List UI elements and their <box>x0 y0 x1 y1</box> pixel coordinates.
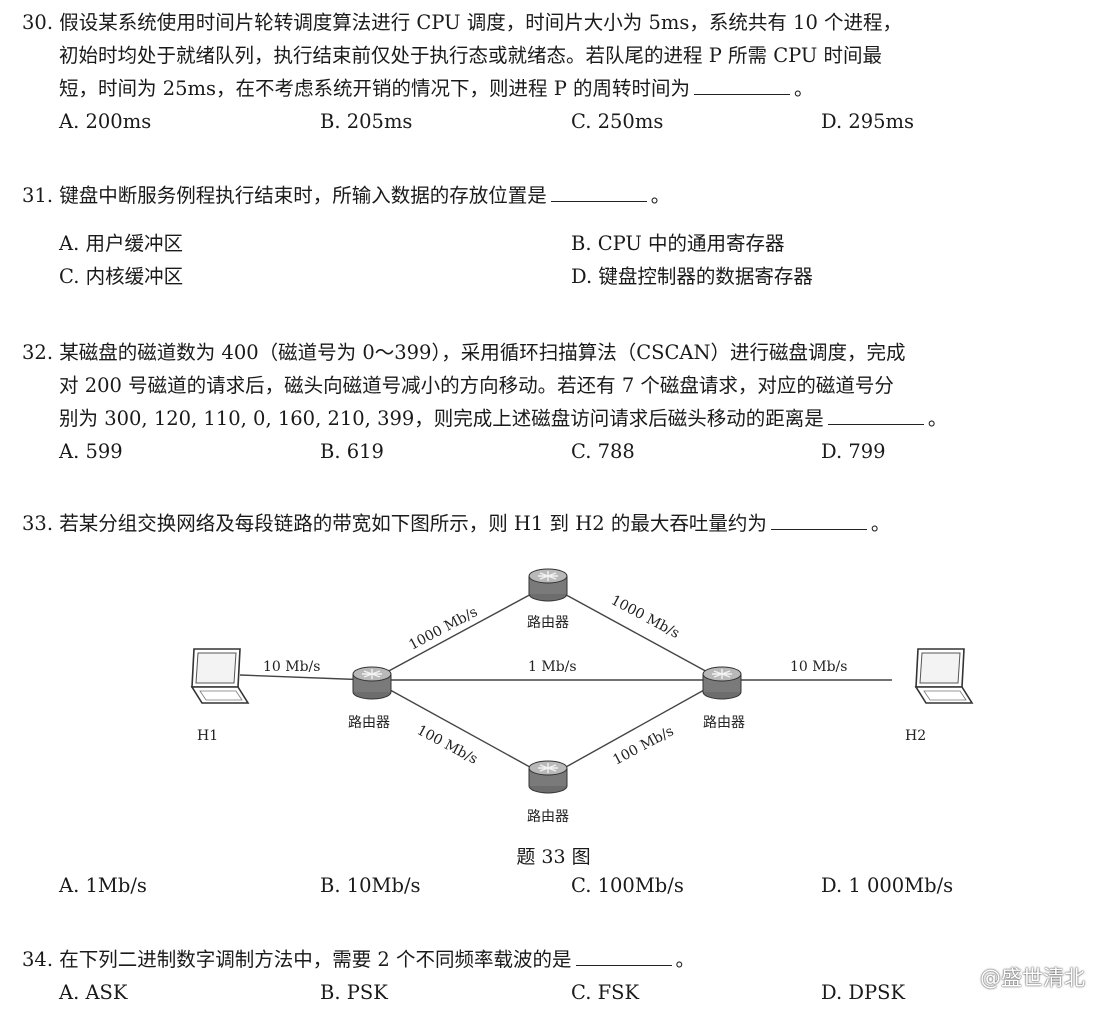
link-left-top-router <box>371 584 549 681</box>
question-31-option-b: B. CPU 中的通用寄存器 <box>571 232 785 255</box>
host-h2-label: H2 <box>905 728 926 744</box>
network-diagram-svg: H1 H2 路由器 路由器 路由器 路由器 10 Mb/s 1 Mb/s 10 … <box>191 568 973 825</box>
link-top-right-router <box>547 584 723 681</box>
question-34-option-b: B. PSK <box>320 981 388 1004</box>
question-32-option-a: A. 599 <box>59 440 123 463</box>
question-30-line-1: 30. 假设某系统使用时间片轮转调度算法进行 CPU 调度，时间片大小为 5ms… <box>22 11 903 34</box>
question-33-option-a: A. 1Mb/s <box>59 874 147 897</box>
question-31-option-c: C. 内核缓冲区 <box>59 265 184 288</box>
answer-blank <box>550 183 647 202</box>
question-31-end: 。 <box>650 184 671 207</box>
question-33-options: A. 1Mb/s B. 10Mb/s C. 100Mb/s D. 1 000Mb… <box>22 869 1090 902</box>
question-31-options-row-2: C. 内核缓冲区 D. 键盘控制器的数据寄存器 <box>22 260 1090 293</box>
router-bottom-label: 路由器 <box>527 809 569 825</box>
host-h1-label: H1 <box>197 728 218 744</box>
question-34: 34. 在下列二进制数字调制方法中，需要 2 个不同频率载波的是 。 A. ASK… <box>22 943 1090 1009</box>
question-30-line-3-text: 短，时间为 25ms，在不考虑系统开销的情况下，则进程 P 的周转时间为 <box>59 77 691 100</box>
question-32-options: A. 599 B. 619 C. 788 D. 799 <box>22 435 1090 468</box>
question-33: 33. 若某分组交换网络及每段链路的带宽如下图所示，则 H1 到 H2 的最大吞… <box>22 507 1090 897</box>
question-32-option-b: B. 619 <box>320 440 384 463</box>
question-30-line-2: 初始时均处于就绪队列，执行结束前仅处于执行态或就绪态。若队尾的进程 P 所需 C… <box>59 44 883 67</box>
question-34-stem: 34. 在下列二进制数字调制方法中，需要 2 个不同频率载波的是 。 <box>22 943 1090 976</box>
question-32-line-3: 别为 300, 120, 110, 0, 160, 210, 399，则完成上述… <box>22 402 1090 435</box>
question-33-option-b: B. 10Mb/s <box>320 874 421 897</box>
question-30-line-3: 短，时间为 25ms，在不考虑系统开销的情况下，则进程 P 的周转时间为 。 <box>22 72 1090 105</box>
question-30-option-b: B. 205ms <box>320 110 413 133</box>
question-34-text: 34. 在下列二进制数字调制方法中，需要 2 个不同频率载波的是 <box>22 948 572 971</box>
question-31-option-d: D. 键盘控制器的数据寄存器 <box>571 265 813 288</box>
answer-blank <box>575 947 672 966</box>
router-top-icon <box>528 568 568 602</box>
watermark: @盛世清北 <box>980 966 1085 990</box>
question-32-option-d: D. 799 <box>821 440 886 463</box>
question-30-option-d: D. 295ms <box>821 110 915 133</box>
question-32: 32. 某磁盘的磁道数为 400（磁道号为 0～399），采用循环扫描算法（CS… <box>22 336 1090 468</box>
bandwidth-h1-label: 10 Mb/s <box>263 659 320 675</box>
question-32-line-1: 32. 某磁盘的磁道数为 400（磁道号为 0～399），采用循环扫描算法（CS… <box>22 341 906 364</box>
link-bottom-right-router <box>547 679 723 778</box>
router-right-label: 路由器 <box>703 715 745 731</box>
question-33-text: 33. 若某分组交换网络及每段链路的带宽如下图所示，则 H1 到 H2 的最大吞… <box>22 512 767 535</box>
question-34-option-c: C. FSK <box>571 981 640 1004</box>
question-30-option-a: A. 200ms <box>59 110 152 133</box>
answer-blank <box>827 406 924 425</box>
question-31-text: 31. 键盘中断服务例程执行结束时，所输入数据的存放位置是 <box>22 184 547 207</box>
question-33-stem: 33. 若某分组交换网络及每段链路的带宽如下图所示，则 H1 到 H2 的最大吞… <box>22 507 1090 540</box>
question-31-options-row-1: A. 用户缓冲区 B. CPU 中的通用寄存器 <box>22 227 1090 260</box>
question-30-options: A. 200ms B. 205ms C. 250ms D. 295ms <box>22 105 1090 138</box>
question-34-options: A. ASK B. PSK C. FSK D. DPSK <box>22 976 1090 1009</box>
bandwidth-bottom-right-label: 100 Mb/s <box>610 723 676 768</box>
laptop-h1-icon <box>191 648 249 704</box>
question-30: 30. 假设某系统使用时间片轮转调度算法进行 CPU 调度，时间片大小为 5ms… <box>22 6 1090 138</box>
router-left-icon <box>352 666 392 700</box>
question-34-end: 。 <box>675 948 696 971</box>
question-32-end: 。 <box>927 407 948 430</box>
bandwidth-top-left-label: 1000 Mb/s <box>406 604 480 653</box>
bandwidth-middle-label: 1 Mb/s <box>528 659 577 675</box>
question-30-end: 。 <box>794 77 814 100</box>
question-32-line-2: 对 200 号磁道的请求后，磁头向磁道号减小的方向移动。若还有 7 个磁盘请求，… <box>59 374 894 397</box>
bandwidth-bottom-left-label: 100 Mb/s <box>414 722 480 767</box>
question-32-line-3-text: 别为 300, 120, 110, 0, 160, 210, 399，则完成上述… <box>59 407 824 430</box>
router-top-label: 路由器 <box>527 615 569 631</box>
figure-caption: 题 33 图 <box>516 846 591 868</box>
network-diagram: H1 H2 路由器 路由器 路由器 路由器 10 Mb/s 1 Mb/s 10 … <box>150 555 990 875</box>
question-31: 31. 键盘中断服务例程执行结束时，所输入数据的存放位置是 。 A. 用户缓冲区 … <box>22 179 1090 293</box>
router-left-label: 路由器 <box>348 715 390 731</box>
link-h1-router <box>239 674 371 681</box>
question-32-option-c: C. 788 <box>571 440 635 463</box>
router-right-icon <box>702 666 742 700</box>
bandwidth-top-right-label: 1000 Mb/s <box>608 592 682 641</box>
laptop-h2-icon <box>915 648 973 704</box>
question-34-option-d: D. DPSK <box>821 981 906 1004</box>
answer-blank <box>694 76 791 95</box>
router-bottom-icon <box>528 760 568 794</box>
answer-blank <box>770 511 867 530</box>
question-33-option-d: D. 1 000Mb/s <box>821 874 954 897</box>
bandwidth-h2-label: 10 Mb/s <box>790 659 847 675</box>
link-left-bottom-router <box>371 679 549 778</box>
question-33-option-c: C. 100Mb/s <box>571 874 684 897</box>
question-30-option-c: C. 250ms <box>571 110 664 133</box>
question-31-stem: 31. 键盘中断服务例程执行结束时，所输入数据的存放位置是 。 <box>22 179 1090 212</box>
question-34-option-a: A. ASK <box>59 981 128 1004</box>
question-31-option-a: A. 用户缓冲区 <box>59 232 183 255</box>
question-33-end: 。 <box>870 512 891 535</box>
